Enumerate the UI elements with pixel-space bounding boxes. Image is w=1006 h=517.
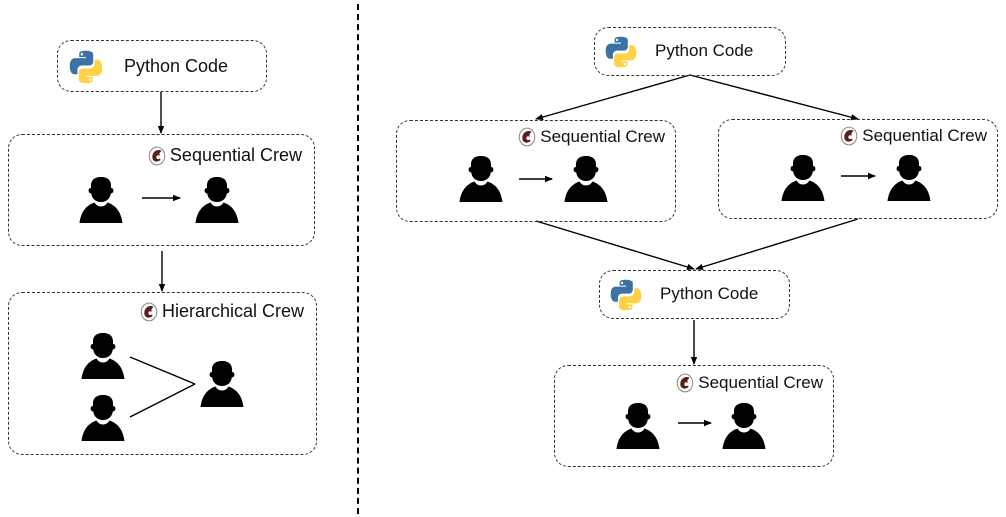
python-logo-icon xyxy=(604,35,638,69)
agent-icon xyxy=(458,154,504,204)
crew-title-label: Sequential Crew xyxy=(169,145,302,165)
agent-icon xyxy=(721,401,767,451)
python-code-node: Python Code xyxy=(57,40,267,92)
sequential-crew-box: Sequential Crew xyxy=(554,365,834,467)
crewai-logo-icon xyxy=(140,302,158,322)
agent-icon xyxy=(563,154,609,204)
crewai-logo-icon xyxy=(676,373,694,393)
panel-divider xyxy=(357,4,359,514)
crew-title-label: Sequential Crew xyxy=(698,373,823,392)
python-logo-icon xyxy=(68,49,104,85)
crew-title-label: Sequential Crew xyxy=(540,127,665,146)
python-code-label: Python Code xyxy=(660,284,759,303)
edge-python-to-crew-left xyxy=(535,74,691,121)
crewai-logo-icon xyxy=(148,146,166,166)
python-code-label: Python Code xyxy=(655,41,754,60)
crew-title: Sequential Crew xyxy=(148,145,302,166)
edge-crew-left-to-python xyxy=(535,220,695,271)
python-code-node: Python Code xyxy=(594,27,786,76)
hierarchical-crew-box: Hierarchical Crew xyxy=(8,292,317,455)
crew-title-label: Sequential Crew xyxy=(862,126,987,145)
sequential-crew-box: Sequential Crew xyxy=(8,134,315,246)
agent-icon xyxy=(194,175,240,225)
agent-icon xyxy=(886,153,932,203)
sequential-crew-box: Sequential Crew xyxy=(718,119,998,219)
crew-title: Sequential Crew xyxy=(676,373,823,393)
crew-title: Hierarchical Crew xyxy=(140,301,304,322)
crew-title: Sequential Crew xyxy=(518,127,665,147)
edge-crew-right-to-python xyxy=(695,218,859,270)
crew-title-label: Hierarchical Crew xyxy=(161,301,304,321)
agent-icon xyxy=(80,393,126,443)
crewai-logo-icon xyxy=(840,126,858,146)
agent-icon xyxy=(78,175,124,225)
crewai-logo-icon xyxy=(518,127,536,147)
agent-icon xyxy=(615,401,661,451)
manager-agent-icon xyxy=(199,359,245,409)
crew-title: Sequential Crew xyxy=(840,126,987,146)
python-code-node: Python Code xyxy=(599,270,790,319)
python-logo-icon xyxy=(609,278,643,312)
python-code-label: Python Code xyxy=(124,56,229,76)
sequential-crew-box: Sequential Crew xyxy=(396,120,676,222)
edge-python-to-crew-right xyxy=(689,74,859,121)
hierarchy-link-top xyxy=(129,356,196,385)
agent-icon xyxy=(80,331,126,381)
agent-icon xyxy=(780,153,826,203)
hierarchy-link-bottom xyxy=(129,383,196,418)
